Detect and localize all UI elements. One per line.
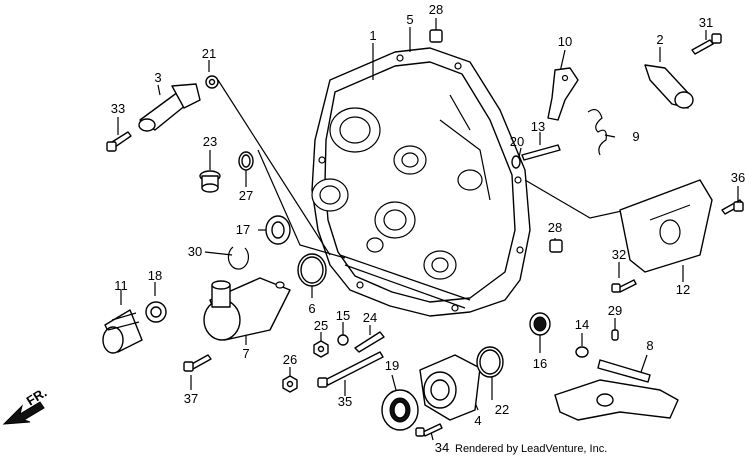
callout-26: 26 [283,352,297,367]
bearing-17[interactable] [265,215,291,245]
callout-8: 8 [646,338,653,353]
stud-24[interactable] [354,331,385,353]
bracket-plate-12[interactable] [619,179,713,273]
bolt-31[interactable] [691,33,722,55]
nut-25[interactable] [313,340,329,358]
callout-22: 22 [495,402,509,417]
callout-30: 30 [188,244,202,259]
collar-18[interactable] [145,301,167,323]
callout-28-top: 28 [429,2,443,17]
callout-20: 20 [510,134,524,149]
callout-24: 24 [363,310,377,325]
bracket-10[interactable] [547,67,579,121]
bolt-36[interactable] [721,199,744,215]
callout-4: 4 [474,413,481,428]
bolt-33[interactable] [106,131,132,152]
pin-29[interactable] [611,329,619,341]
callout-9: 9 [632,129,639,144]
callout-31: 31 [699,15,713,30]
fr-label: FR. [24,385,50,409]
oil-seal-19[interactable] [381,389,419,431]
shaft-lever-3[interactable] [138,83,201,132]
washer-14[interactable] [575,346,589,358]
washer-15[interactable] [337,334,349,346]
cover-4[interactable] [419,354,481,421]
stud-13[interactable] [521,144,561,161]
callout-16: 16 [533,356,547,371]
bolt-37[interactable] [183,354,212,372]
callout-25: 25 [314,318,328,333]
callout-21: 21 [202,46,216,61]
callout-1: 1 [369,28,376,43]
callout-19: 19 [385,358,399,373]
callout-13: 13 [531,119,545,134]
shift-fork-8[interactable] [554,359,679,421]
callout-29: 29 [608,303,622,318]
callout-33: 33 [111,101,125,116]
o-ring-6[interactable] [297,253,327,287]
callout-11: 11 [114,278,128,293]
spring-9[interactable] [587,108,607,156]
bolt-32[interactable] [611,279,637,293]
arm-2[interactable] [644,64,694,109]
boot-11[interactable] [102,309,143,354]
callout-12: 12 [676,282,690,297]
callout-23: 23 [203,134,217,149]
callout-6: 6 [308,301,315,316]
callout-27: 27 [239,188,253,203]
washer-21[interactable] [205,75,219,89]
callout-35: 35 [338,394,352,409]
callout-5: 5 [406,12,413,27]
callout-3: 3 [154,70,161,85]
dowel-28b[interactable] [549,239,563,253]
seal-16[interactable] [529,312,551,336]
callout-28-right: 28 [548,220,562,235]
callout-18: 18 [148,268,162,283]
callout-14: 14 [575,317,589,332]
callout-37: 37 [184,391,198,406]
leader-lines [117,18,739,441]
bolt-35[interactable] [317,351,384,388]
callout-17: 17 [236,222,250,237]
callout-36: 36 [731,170,745,185]
callout-7: 7 [242,346,249,361]
dowel-28a[interactable] [429,29,443,43]
callout-10: 10 [558,34,572,49]
o-ring-27[interactable] [238,151,254,171]
cover-7[interactable] [203,277,291,341]
o-ring-22[interactable] [476,346,504,378]
snap-ring-30[interactable] [227,246,250,270]
nut-26[interactable] [282,375,298,393]
washer-20[interactable] [511,155,521,169]
transmission-housing[interactable] [311,47,531,317]
callout-32: 32 [612,247,626,262]
callout-labels: 1 2 3 4 5 6 7 8 9 10 11 12 13 14 15 16 1… [111,2,745,455]
bolt-34[interactable] [415,423,443,437]
callout-15: 15 [336,308,350,323]
front-direction-arrow: FR. [2,385,50,425]
plug-23[interactable] [199,170,221,193]
callout-34: 34 [435,440,449,455]
credit-text: Rendered by LeadVenture, Inc. [455,443,607,455]
callout-2: 2 [656,32,663,47]
